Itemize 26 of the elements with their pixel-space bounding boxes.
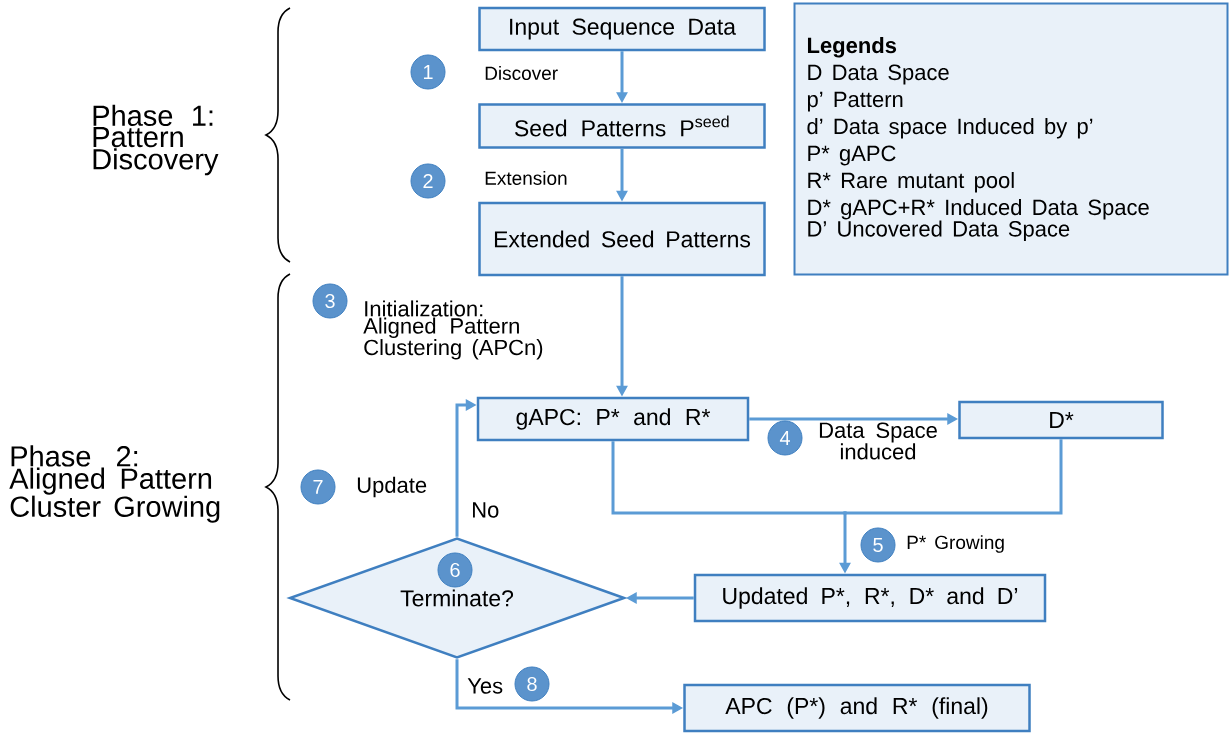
callout-number: 1	[410, 54, 446, 90]
edge-label: Yes	[467, 678, 503, 694]
process-box: APC (P*) and R* (final)	[683, 683, 1031, 733]
process-box: Extended Seed Patterns	[478, 201, 766, 277]
process-box: Seed Patterns P$^{seed}$	[478, 103, 766, 149]
edge-label: Data Space induced	[819, 422, 937, 460]
phase-label: Phase 1: Pattern Discovery	[93, 104, 219, 176]
edge-label: Extension	[485, 171, 567, 185]
callout-number: 4	[767, 420, 803, 456]
edge-label: P* Growing	[907, 535, 1004, 553]
callout-number: 6	[437, 552, 473, 588]
phase-label: Phase 2: Aligned Pattern Cluster Growing	[9, 445, 220, 523]
callout-number: 8	[514, 666, 550, 702]
callout-number: 3	[312, 283, 348, 319]
edge-label: No	[473, 502, 499, 518]
edge-label: Discover	[485, 66, 558, 80]
process-box: Updated P*, R*, D* and D’	[693, 573, 1047, 623]
callout-number: 2	[410, 163, 446, 199]
process-box: D*	[958, 400, 1164, 440]
legend-box: Legends D Data Space p’ Pattern d’ Data space Induced by p’ P* gAPC R* Rare mutant pool D* gAPC+R* Induced Data Space D’ Uncovered Data Space	[793, 2, 1229, 276]
process-box: gAPC: P* and R*	[476, 396, 750, 442]
edge-label: Initialization: Aligned Pattern Clustering (APCn)	[363, 300, 543, 360]
callout-number: 7	[300, 469, 336, 505]
step-label: Update	[357, 476, 427, 498]
callout-number: 5	[860, 527, 896, 563]
process-box: Input Sequence Data	[478, 6, 766, 52]
